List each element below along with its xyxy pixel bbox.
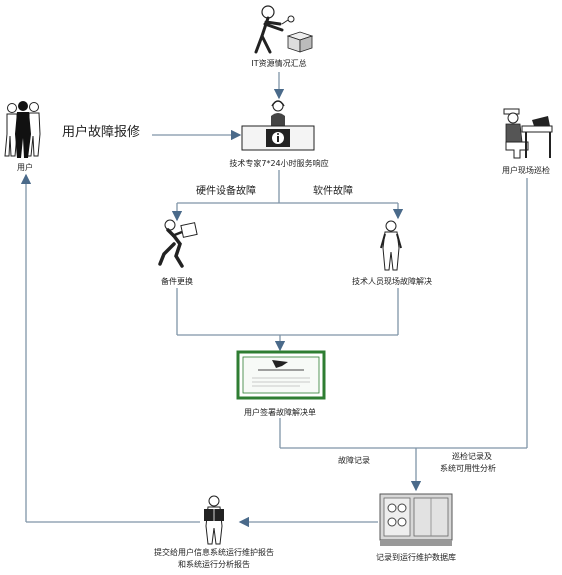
- connectors: [20, 72, 528, 528]
- person-at-desk-icon: [503, 108, 553, 159]
- label-it-summary: IT资源情况汇总: [251, 59, 307, 68]
- server-cabinet-icon: [379, 493, 453, 546]
- label-spare-replace: 备件更换: [161, 277, 193, 286]
- technician-icon: [380, 220, 402, 271]
- helpdesk-agent-icon: [241, 100, 315, 151]
- label-inspect-record-2: 系统可用性分析: [440, 464, 496, 473]
- label-expert-response: 技术专家7*24小时服务响应: [229, 159, 329, 168]
- person-carrying-icon: [158, 219, 198, 268]
- label-fault-record: 故障记录: [338, 456, 370, 465]
- label-onsite-inspect: 用户现场巡检: [502, 166, 550, 175]
- label-onsite-solve: 技术人员现场故障解决: [352, 277, 432, 286]
- label-user: 用户: [17, 163, 33, 172]
- label-user-report: 用户故障报修: [62, 125, 141, 140]
- label-user-sign: 用户签署故障解决单: [244, 408, 316, 417]
- person-boxes-icon: [254, 5, 314, 54]
- label-db-record: 记录到运行维护数据库: [376, 553, 456, 562]
- label-software-fault: 软件故障: [313, 186, 353, 197]
- label-report-2: 和系统运行分析报告: [178, 560, 250, 569]
- label-inspect-record-1: 巡检记录及: [452, 452, 492, 461]
- label-hardware-fault: 硬件设备故障: [196, 186, 256, 197]
- certificate-icon: [236, 350, 326, 400]
- people-group-icon: [4, 101, 41, 158]
- label-report-1: 提交给用户信息系统运行维护报告: [154, 548, 274, 557]
- person-reading-icon: [204, 495, 224, 545]
